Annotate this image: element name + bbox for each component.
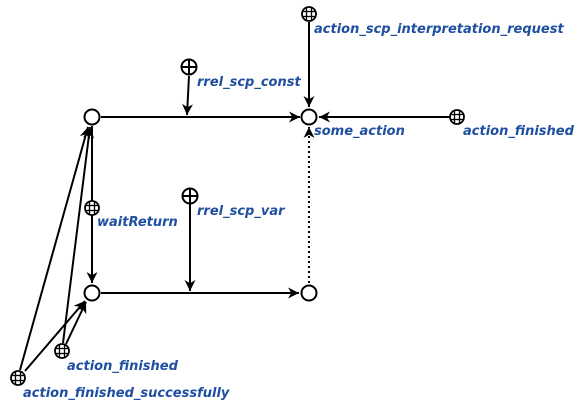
label-wait-return: waitReturn bbox=[97, 215, 178, 230]
label-action-finished-bottom: action_finished bbox=[67, 359, 179, 374]
edge-finished-successfully-to-bottomleft[interactable] bbox=[24, 300, 86, 372]
edge-rrel-scp-const-attribute[interactable] bbox=[182, 75, 194, 116]
node-rrel-scp-const-icon[interactable] bbox=[180, 58, 198, 76]
node-bottom-left[interactable] bbox=[83, 284, 101, 302]
node-interpretation-request-icon[interactable] bbox=[301, 6, 317, 22]
label-some-action: some_action bbox=[314, 124, 405, 139]
node-action-finished-successfully-icon[interactable] bbox=[10, 370, 26, 386]
node-some-action[interactable] bbox=[300, 108, 318, 126]
label-rrel-scp-const: rrel_scp_const bbox=[197, 75, 301, 90]
edge-finished-successfully-to-topleft[interactable] bbox=[19, 126, 91, 371]
edge-action-finished-to-topleft[interactable] bbox=[62, 126, 95, 344]
node-rrel-scp-var-icon[interactable] bbox=[181, 187, 199, 205]
label-action-scp-interpretation-request: action_scp_interpretation_request bbox=[314, 22, 564, 37]
label-action-finished-successfully: action_finished_successfully bbox=[23, 386, 230, 401]
node-bottom-right[interactable] bbox=[300, 284, 318, 302]
node-wait-return-icon[interactable] bbox=[84, 200, 100, 216]
edge-action-finished-to-bottomleft[interactable] bbox=[65, 301, 87, 345]
node-top-left[interactable] bbox=[83, 108, 101, 126]
node-action-finished-bottom-icon[interactable] bbox=[54, 343, 70, 359]
node-action-finished-right-icon[interactable] bbox=[449, 109, 465, 125]
label-rrel-scp-var: rrel_scp_var bbox=[197, 204, 286, 219]
label-action-finished-right: action_finished bbox=[463, 124, 575, 139]
